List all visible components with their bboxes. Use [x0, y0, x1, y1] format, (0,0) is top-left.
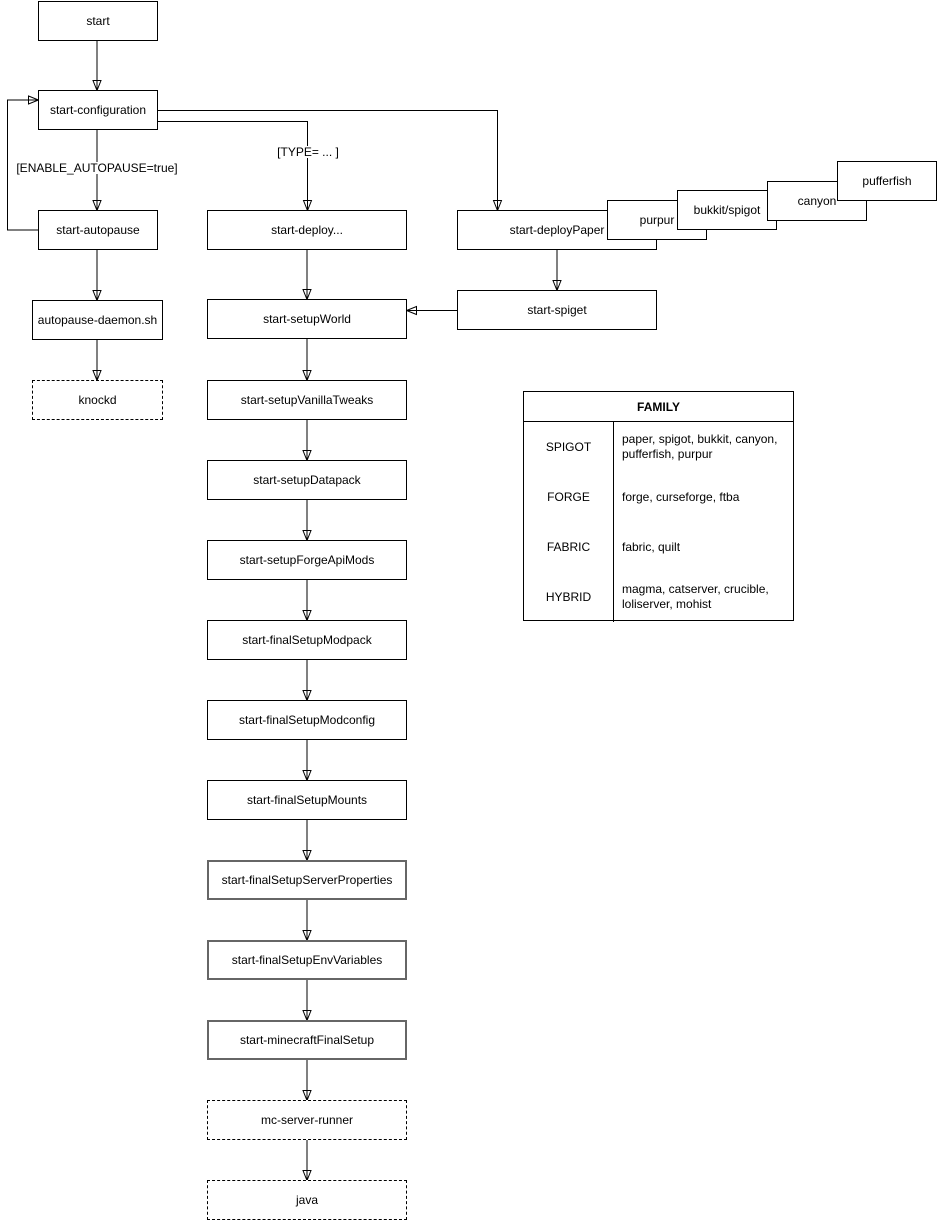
- node-java: java: [207, 1180, 407, 1220]
- node-canyon: canyon: [767, 181, 867, 221]
- edge-configuration-to-deploypaper: [157, 110, 498, 211]
- family-table-row-forge: FORGE forge, curseforge, ftba: [524, 472, 793, 522]
- edge-autopause-loop-to-configuration: [7, 100, 39, 231]
- node-start-configuration: start-configuration: [38, 90, 158, 130]
- family-table: FAMILY SPIGOT paper, spigot, bukkit, can…: [523, 391, 794, 622]
- node-start-setup-datapack: start-setupDatapack: [207, 460, 407, 500]
- family-name: SPIGOT: [524, 422, 614, 472]
- family-table-row-fabric: FABRIC fabric, quilt: [524, 522, 793, 572]
- edge-configuration-to-deploy: [157, 121, 308, 211]
- node-bukkit-spigot: bukkit/spigot: [677, 190, 777, 230]
- family-members: fabric, quilt: [622, 539, 681, 554]
- family-members: forge, curseforge, ftba: [622, 489, 740, 504]
- node-start-final-setup-env-variables: start-finalSetupEnvVariables: [207, 940, 407, 980]
- family-table-row-hybrid: HYBRID magma, catserver, crucible, lolis…: [524, 572, 793, 622]
- node-start-setup-vanilla-tweaks: start-setupVanillaTweaks: [207, 380, 407, 420]
- node-start-spiget: start-spiget: [457, 290, 657, 330]
- node-autopause-daemon: autopause-daemon.sh: [32, 300, 163, 340]
- family-table-title: FAMILY: [524, 392, 793, 422]
- node-start-final-setup-modpack: start-finalSetupModpack: [207, 620, 407, 660]
- family-name: FORGE: [524, 472, 614, 522]
- node-knockd: knockd: [32, 380, 163, 420]
- edge-label-type: [TYPE= ... ]: [275, 145, 341, 159]
- family-members: paper, spigot, bukkit, canyon, pufferfis…: [622, 432, 778, 461]
- node-start-final-setup-mounts: start-finalSetupMounts: [207, 780, 407, 820]
- node-start: start: [38, 1, 158, 41]
- family-name: HYBRID: [524, 572, 614, 622]
- node-start-final-setup-server-properties: start-finalSetupServerProperties: [207, 860, 407, 900]
- node-start-setup-world: start-setupWorld: [207, 299, 407, 339]
- node-start-final-setup-modconfig: start-finalSetupModconfig: [207, 700, 407, 740]
- edge-label-enable-autopause: [ENABLE_AUTOPAUSE=true]: [14, 161, 180, 175]
- node-mc-server-runner: mc-server-runner: [207, 1100, 407, 1140]
- node-start-minecraft-final-setup: start-minecraftFinalSetup: [207, 1020, 407, 1060]
- family-name: FABRIC: [524, 522, 614, 572]
- node-start-setup-forge-api-mods: start-setupForgeApiMods: [207, 540, 407, 580]
- family-members: magma, catserver, crucible, loliserver, …: [622, 582, 769, 611]
- family-table-row-spigot: SPIGOT paper, spigot, bukkit, canyon, pu…: [524, 422, 793, 472]
- node-start-autopause: start-autopause: [38, 210, 158, 250]
- node-start-deploy: start-deploy...: [207, 210, 407, 250]
- node-pufferfish: pufferfish: [837, 161, 937, 201]
